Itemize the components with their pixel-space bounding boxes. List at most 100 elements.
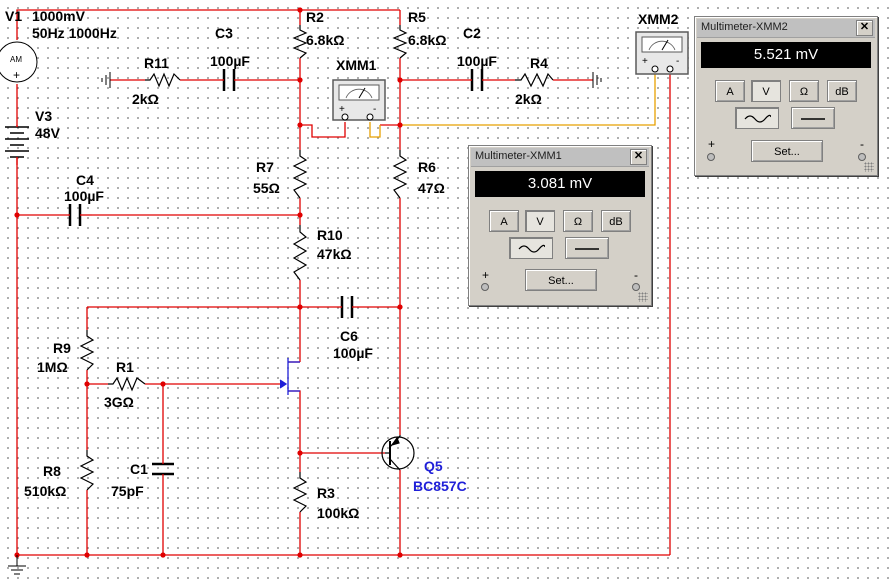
r3-name-label: R3 [317, 485, 335, 501]
r2-resistor[interactable] [292, 25, 308, 59]
r2-value-label: 6.8kΩ [306, 32, 344, 48]
r4-value-label: 2kΩ [515, 91, 542, 107]
xmm2-plus-terminal-icon[interactable] [707, 153, 715, 161]
wires [16, 9, 671, 556]
svg-text:-: - [676, 56, 679, 67]
xmm2-label: XMM2 [638, 11, 679, 27]
xmm2-close-icon[interactable]: ✕ [856, 20, 873, 36]
r9-name-label: R9 [53, 340, 71, 356]
v3-value-label: 48V [35, 125, 61, 141]
multimeter-xmm1-panel[interactable]: Multimeter-XMM1 ✕ 3.081 mV A V Ω dB + Se… [468, 145, 652, 306]
r10-name-label: R10 [317, 227, 343, 243]
c4-name-label: C4 [76, 172, 94, 188]
r10-resistor[interactable] [292, 225, 308, 281]
xmm1-plus-label: + [482, 268, 490, 282]
r10-value-label: 47kΩ [317, 246, 352, 262]
c2-capacitor[interactable] [470, 69, 484, 91]
r9-resistor[interactable] [79, 330, 95, 371]
r7-resistor[interactable] [292, 150, 308, 199]
r2-name-label: R2 [306, 9, 324, 25]
r4-name-label: R4 [530, 55, 548, 71]
jfet-transistor[interactable] [279, 358, 300, 395]
xmm1-resize-grip-icon[interactable] [638, 292, 648, 302]
junctions [14, 7, 403, 558]
xmm2-minus-label: - [860, 137, 864, 151]
c6-name-label: C6 [340, 328, 358, 344]
v1-line1-label: 1000mV [32, 8, 86, 24]
xmm2-decibel-button[interactable]: dB [827, 80, 857, 102]
c3-capacitor[interactable] [222, 69, 236, 91]
xmm2-dc-mode-button[interactable] [791, 107, 835, 129]
r1-resistor[interactable] [108, 376, 146, 392]
xmm2-ammeter-button[interactable]: A [715, 80, 745, 102]
c6-capacitor[interactable] [340, 296, 354, 318]
xmm1-minus-terminal-icon[interactable] [632, 283, 640, 291]
xmm2-reading-display: 5.521 mV [701, 42, 871, 68]
xmm2-ac-mode-button[interactable] [735, 107, 779, 129]
r7-value-label: 55Ω [253, 180, 280, 196]
xmm1-close-icon[interactable]: ✕ [630, 149, 647, 165]
xmm1-voltmeter-button[interactable]: V [525, 210, 555, 232]
c4-value-label: 100µF [64, 188, 104, 204]
xmm2-meter-icon[interactable]: + - [635, 31, 689, 75]
r1-value-label: 3GΩ [104, 394, 134, 410]
r6-resistor[interactable] [392, 150, 408, 199]
q5-transistor[interactable] [381, 435, 415, 471]
svg-text:+: + [642, 56, 648, 67]
c2-name-label: C2 [463, 25, 481, 41]
r5-value-label: 6.8kΩ [408, 32, 446, 48]
svg-text:-: - [373, 104, 376, 115]
c1-capacitor[interactable] [152, 462, 174, 476]
c3-value-label: 100µF [210, 53, 250, 69]
c1-value-label: 75pF [111, 483, 144, 499]
r5-resistor[interactable] [392, 25, 408, 59]
xmm1-ohmmeter-button[interactable]: Ω [563, 210, 593, 232]
r11-name-label: R11 [144, 55, 169, 71]
r7-name-label: R7 [256, 159, 274, 175]
v1-plus: + [13, 68, 20, 82]
xmm2-wire [369, 72, 656, 138]
v3-battery-symbol[interactable] [5, 125, 29, 165]
xmm1-dc-mode-button[interactable] [565, 237, 609, 259]
xmm2-plus-label: + [708, 137, 716, 151]
r11-value-label: 2kΩ [132, 91, 159, 107]
r3-resistor[interactable] [292, 472, 308, 513]
xmm1-plus-terminal-icon[interactable] [481, 283, 489, 291]
v1-name-label: V1 [5, 8, 22, 24]
xmm2-minus-terminal-icon[interactable] [858, 153, 866, 161]
xmm2-titlebar[interactable]: Multimeter-XMM2 ✕ [697, 19, 875, 38]
xmm1-minus-label: - [634, 268, 638, 282]
xmm1-titlebar[interactable]: Multimeter-XMM1 ✕ [471, 148, 649, 167]
r4-resistor[interactable] [515, 72, 554, 88]
c4-capacitor[interactable] [68, 204, 82, 226]
xmm2-resize-grip-icon[interactable] [864, 162, 874, 172]
dc-line-icon [801, 118, 825, 120]
r11-resistor[interactable] [145, 72, 181, 88]
ground-left [101, 72, 111, 88]
r9-value-label: 1MΩ [37, 359, 68, 375]
v1-line2-label: 50Hz 1000Hz [32, 25, 117, 41]
xmm1-ac-mode-button[interactable] [509, 237, 553, 259]
r3-value-label: 100kΩ [317, 505, 359, 521]
r6-name-label: R6 [418, 159, 436, 175]
c6-value-label: 100µF [333, 345, 373, 361]
xmm2-voltmeter-button[interactable]: V [751, 80, 781, 102]
ac-wave-icon [744, 114, 772, 123]
r1-name-label: R1 [116, 359, 134, 375]
xmm2-title: Multimeter-XMM2 [701, 21, 788, 33]
xmm2-ohmmeter-button[interactable]: Ω [789, 80, 819, 102]
ac-wave-icon [518, 244, 546, 253]
r8-resistor[interactable] [79, 450, 95, 491]
r6-value-label: 47Ω [418, 180, 445, 196]
v1-source-symbol[interactable] [0, 40, 38, 84]
xmm1-decibel-button[interactable]: dB [601, 210, 631, 232]
xmm1-meter-icon[interactable]: + - [332, 79, 386, 121]
r8-value-label: 510kΩ [24, 483, 66, 499]
c3-name-label: C3 [215, 25, 233, 41]
xmm1-ammeter-button[interactable]: A [489, 210, 519, 232]
multimeter-xmm2-panel[interactable]: Multimeter-XMM2 ✕ 5.521 mV A V Ω dB + Se… [694, 16, 878, 176]
svg-text:+: + [339, 104, 345, 115]
xmm2-set-button[interactable]: Set... [751, 140, 823, 162]
xmm1-set-button[interactable]: Set... [525, 269, 597, 291]
